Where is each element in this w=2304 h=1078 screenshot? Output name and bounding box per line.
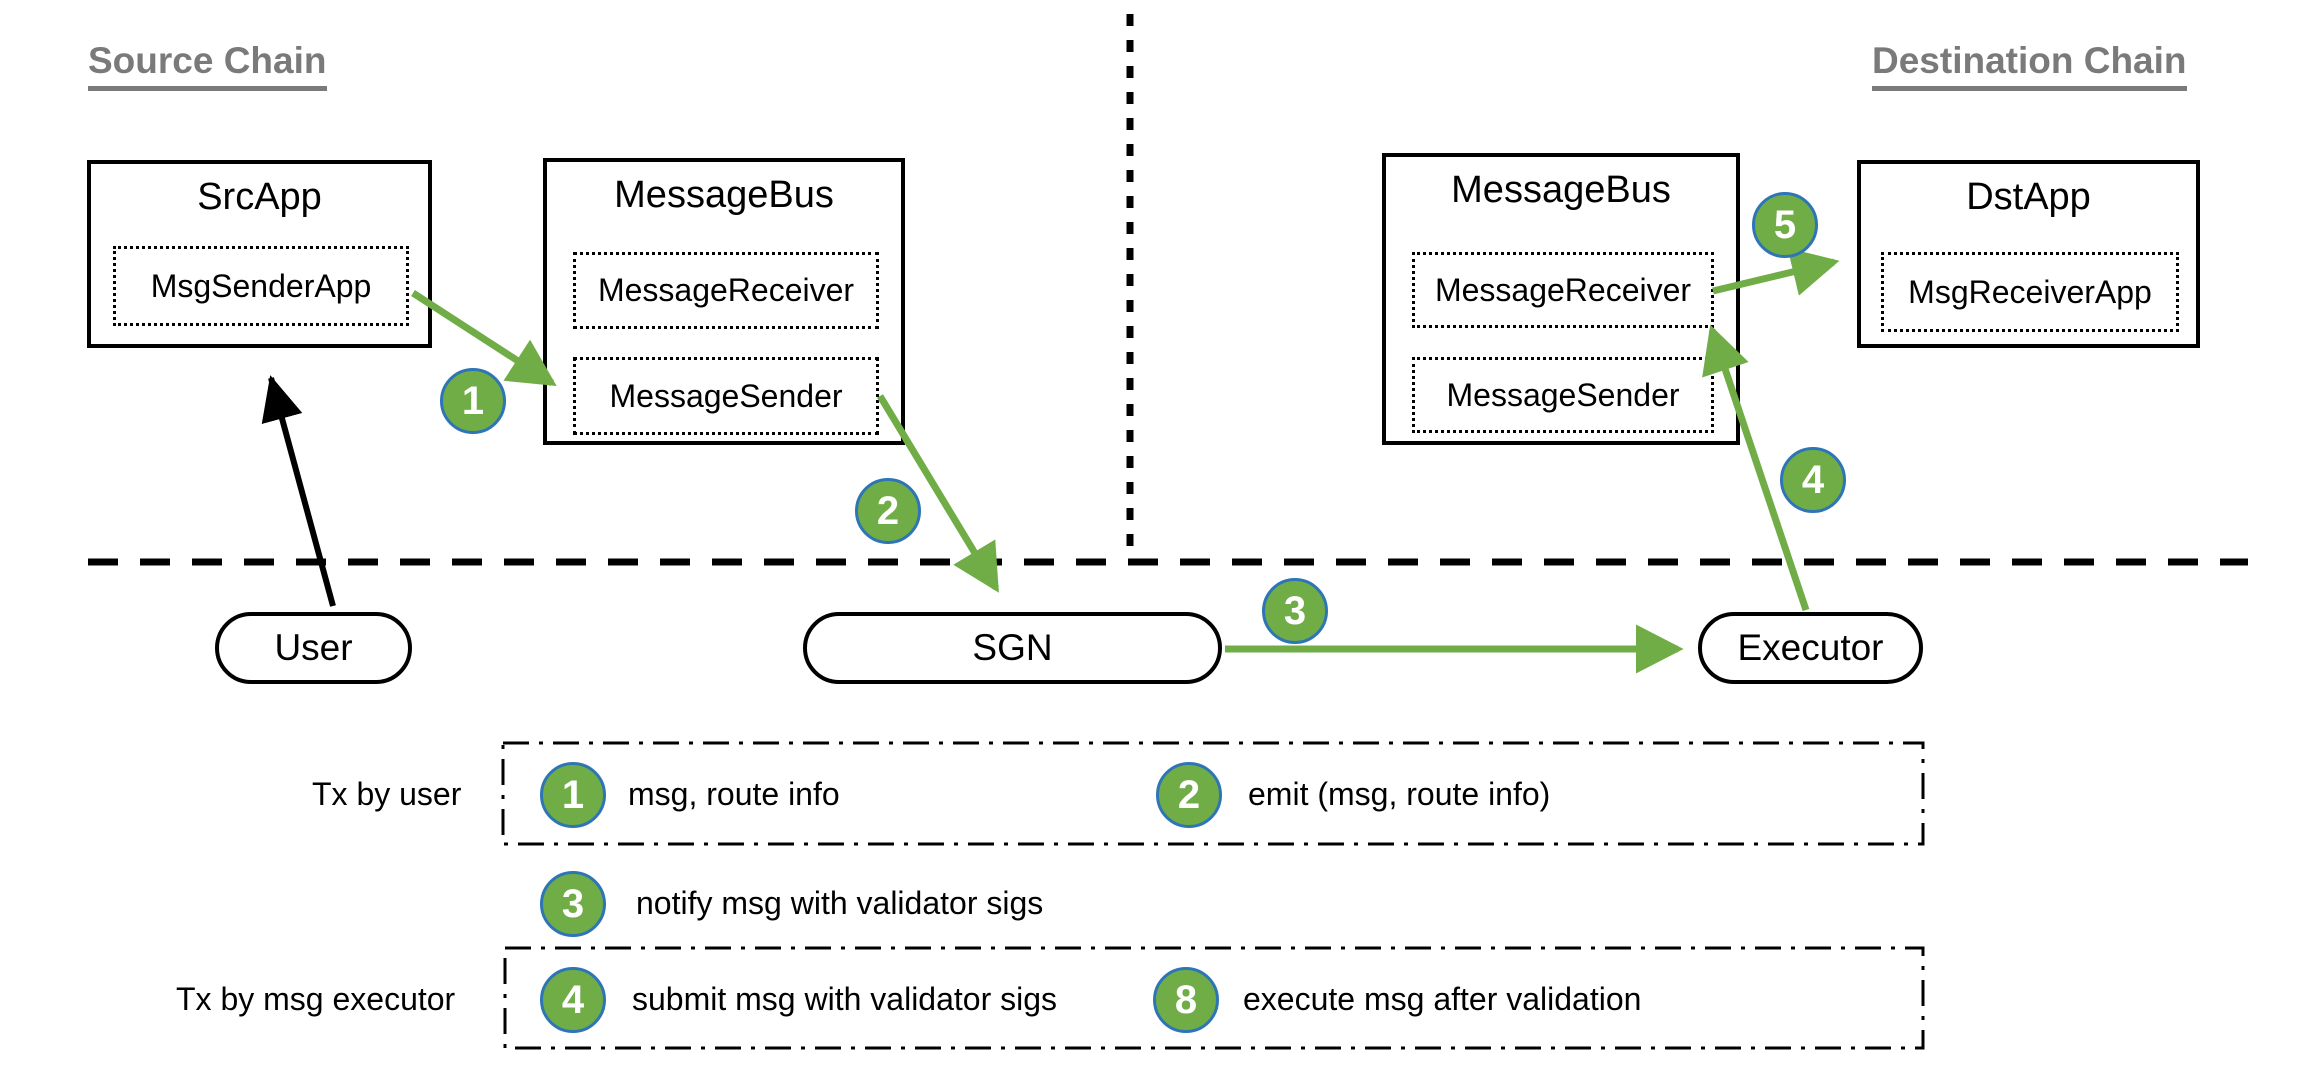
messagereceiver-destination-label: MessageReceiver	[1434, 271, 1692, 308]
dstapp-title: DstApp	[1966, 176, 2091, 218]
step2-badge: 2	[855, 478, 921, 544]
executor-node: Executor	[1698, 612, 1923, 684]
step5-arrow-messagereceiver-to-msgreceiverapp	[1712, 247, 1840, 296]
msgreceiverapp-label: MsgReceiverApp	[1908, 273, 2152, 310]
legend-row1-label: Tx by user	[312, 776, 462, 812]
messagereceiver-destination-box: MessageReceiver	[1412, 252, 1714, 328]
legend-item4-text: submit msg with validator sigs	[632, 981, 1058, 1017]
step3-badge: 3	[1262, 578, 1328, 644]
messagesender-source-box: MessageSender	[573, 357, 879, 435]
executor-node-label: Executor	[1737, 627, 1884, 668]
messagesender-destination-box: MessageSender	[1412, 357, 1714, 433]
user-node: User	[215, 612, 412, 684]
messagebus-source-title: MessageBus	[614, 174, 834, 216]
messagebus-destination-box: MessageBus MessageReceiver MessageSender	[1382, 153, 1740, 445]
messagebus-destination-title: MessageBus	[1451, 169, 1671, 211]
messagesender-destination-label: MessageSender	[1446, 376, 1680, 413]
legend-box-tx-by-msg-executor	[503, 946, 1925, 1050]
legend-box-tx-by-user	[501, 741, 1925, 846]
msgreceiverapp-box: MsgReceiverApp	[1881, 252, 2179, 332]
legend-row2-label: Tx by msg executor	[176, 981, 456, 1017]
messagereceiver-source-label: MessageReceiver	[597, 272, 855, 308]
legend-item1-badge: 1	[540, 762, 606, 828]
step2-arrow-messagesender-to-sgn	[877, 394, 999, 593]
legend-item2-badge: 2	[1156, 762, 1222, 828]
srcapp-box: SrcApp MsgSenderApp	[87, 160, 432, 348]
legend-item1-text: msg, route info	[628, 776, 840, 812]
step4-arrow-executor-to-messagereceiver	[1702, 324, 1810, 612]
sgn-node-label: SGN	[972, 627, 1053, 668]
sgn-node: SGN	[803, 612, 1222, 684]
msgsenderapp-label: MsgSenderApp	[150, 267, 372, 304]
legend-item2-text: emit (msg, route info)	[1248, 776, 1551, 812]
messagereceiver-source-box: MessageReceiver	[573, 252, 879, 329]
messagebus-source-box: MessageBus MessageReceiver MessageSender	[543, 158, 905, 445]
dstapp-box: DstApp MsgReceiverApp	[1857, 160, 2200, 348]
legend-item5-badge: 8	[1153, 967, 1219, 1033]
legend-item5-text: execute msg after validation	[1243, 981, 1642, 1017]
step5-badge: 5	[1752, 192, 1818, 258]
destination-chain-heading: Destination Chain	[1872, 40, 2187, 91]
user-node-label: User	[274, 627, 353, 668]
srcapp-title: SrcApp	[197, 176, 322, 218]
step1-badge: 1	[440, 368, 506, 434]
msgsenderapp-box: MsgSenderApp	[113, 246, 409, 326]
legend-item3-badge: 3	[540, 871, 606, 937]
source-chain-heading: Source Chain	[88, 40, 327, 91]
step4-badge: 4	[1780, 447, 1846, 513]
step1-arrow-msgsenderapp-to-messagesender	[411, 290, 557, 387]
user-to-srcapp-arrow	[261, 375, 336, 607]
messagesender-source-label: MessageSender	[609, 377, 843, 414]
legend-item4-badge: 4	[540, 967, 606, 1033]
legend-item3-text: notify msg with validator sigs	[636, 885, 1044, 921]
